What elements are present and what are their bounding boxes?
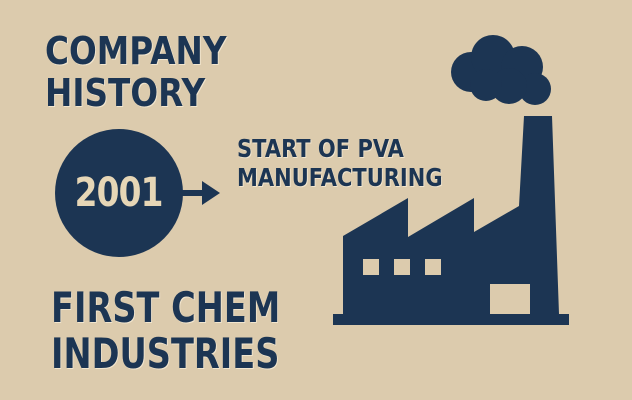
company-name: FIRST CHEM INDUSTRIES xyxy=(51,285,280,377)
title-line-1: COMPANY xyxy=(45,29,227,73)
event-line-2: MANUFACTURING xyxy=(237,163,443,192)
year-label: 2001 xyxy=(74,170,164,216)
event-line-1: START OF PVA xyxy=(237,134,404,163)
milestone-event: START OF PVA MANUFACTURING xyxy=(237,134,443,192)
smoke-cloud-icon xyxy=(451,35,551,105)
company-line-2: INDUSTRIES xyxy=(51,329,280,378)
page-title: COMPANY HISTORY xyxy=(45,30,227,114)
factory-windows xyxy=(363,259,530,314)
arrow-right-icon xyxy=(180,181,220,205)
company-line-1: FIRST CHEM xyxy=(51,283,281,332)
year-badge: 2001 xyxy=(55,129,183,257)
title-line-2: HISTORY xyxy=(45,71,206,115)
factory-icon xyxy=(333,116,569,325)
